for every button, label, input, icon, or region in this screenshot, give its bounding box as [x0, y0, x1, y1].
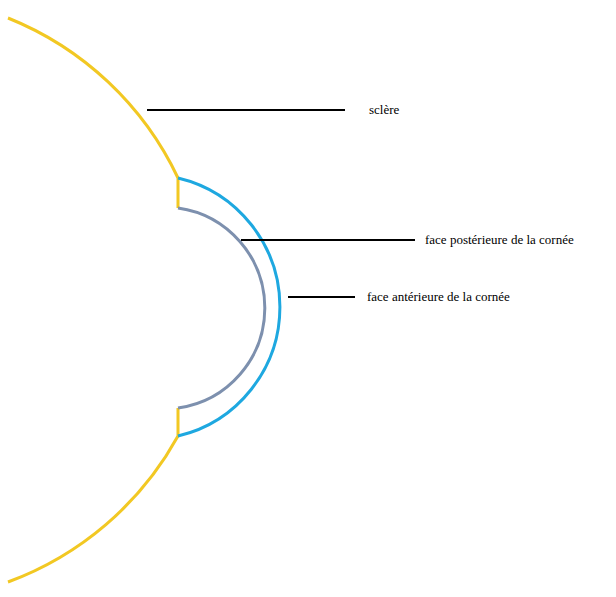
part-label: face antérieure de la cornée	[366, 288, 511, 306]
part-label: sclère	[368, 101, 400, 119]
leader-line	[288, 296, 355, 298]
cornea-posterior-arc	[178, 208, 265, 408]
part-label: face postérieure de la cornée	[424, 231, 575, 249]
leader-line	[241, 239, 415, 241]
leader-line	[147, 109, 345, 111]
sclera-arc	[8, 18, 178, 208]
cornea-anterior-arc	[178, 178, 280, 436]
sclera-arc	[8, 408, 178, 582]
